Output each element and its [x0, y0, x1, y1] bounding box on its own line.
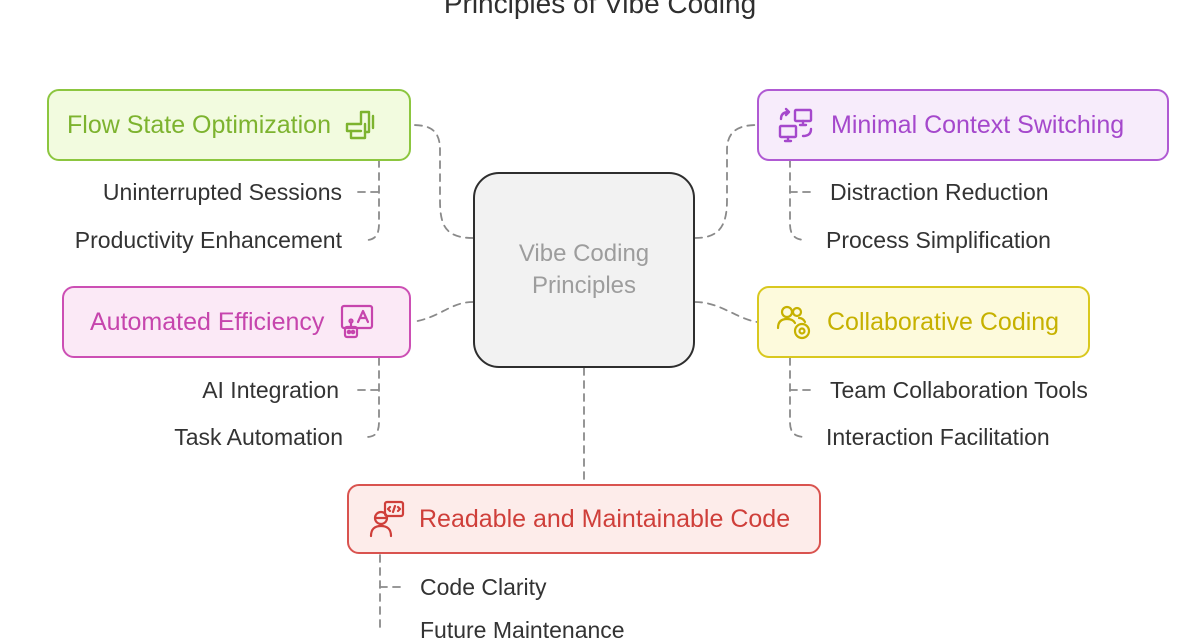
- developer-code-icon: [369, 500, 405, 538]
- connector-flow-state: [411, 124, 474, 239]
- connector-flow-children: [365, 159, 380, 241]
- flow-state-optimization-box: Flow State Optimization: [47, 89, 411, 161]
- hand-pointer-icon: [345, 110, 375, 140]
- automated-efficiency-box: Automated Efficiency: [62, 286, 411, 358]
- leaf-uninterrupted-sessions: Uninterrupted Sessions: [102, 179, 342, 205]
- automated-efficiency-label: Automated Efficiency: [90, 307, 325, 336]
- switch-screens-icon: [778, 107, 813, 143]
- vibe-coding-principles-node: Vibe Coding Principles: [473, 172, 695, 368]
- leaf-team-collaboration-tools: Team Collaboration Tools: [830, 377, 1088, 403]
- connector-automated-children: [365, 357, 380, 438]
- readable-maintainable-code-box: Readable and Maintainable Code: [347, 484, 821, 554]
- leaf-future-maintenance: Future Maintenance: [420, 617, 625, 643]
- minimal-context-switching-box: Minimal Context Switching: [757, 89, 1169, 161]
- leaf-code-clarity: Code Clarity: [420, 574, 547, 600]
- connector-lines: [357, 124, 813, 628]
- flow-state-optimization-label: Flow State Optimization: [67, 110, 331, 139]
- connector-collaborative-children: [789, 357, 807, 438]
- leaf-productivity-enhancement: Productivity Enhancement: [74, 227, 342, 253]
- robot-assistant-icon: [341, 304, 374, 339]
- minimal-context-switching-label: Minimal Context Switching: [831, 110, 1125, 139]
- connector-context-children: [789, 159, 807, 241]
- collaborative-coding-label: Collaborative Coding: [827, 307, 1060, 336]
- leaf-interaction-facilitation: Interaction Facilitation: [826, 424, 1050, 450]
- readable-maintainable-code-label: Readable and Maintainable Code: [419, 504, 791, 533]
- connector-context-switching: [694, 124, 758, 239]
- leaf-process-simplification: Process Simplification: [826, 227, 1051, 253]
- connector-automated: [411, 301, 474, 323]
- leaf-distraction-reduction: Distraction Reduction: [830, 179, 1049, 205]
- leaf-ai-integration: AI Integration: [202, 377, 339, 403]
- collaborative-coding-box: Collaborative Coding: [757, 286, 1090, 358]
- leaf-task-automation: Task Automation: [174, 424, 343, 450]
- diagram-title: Principles of Vibe Coding: [443, 0, 757, 19]
- team-view-icon: [776, 305, 811, 340]
- connector-collaborative: [694, 301, 758, 323]
